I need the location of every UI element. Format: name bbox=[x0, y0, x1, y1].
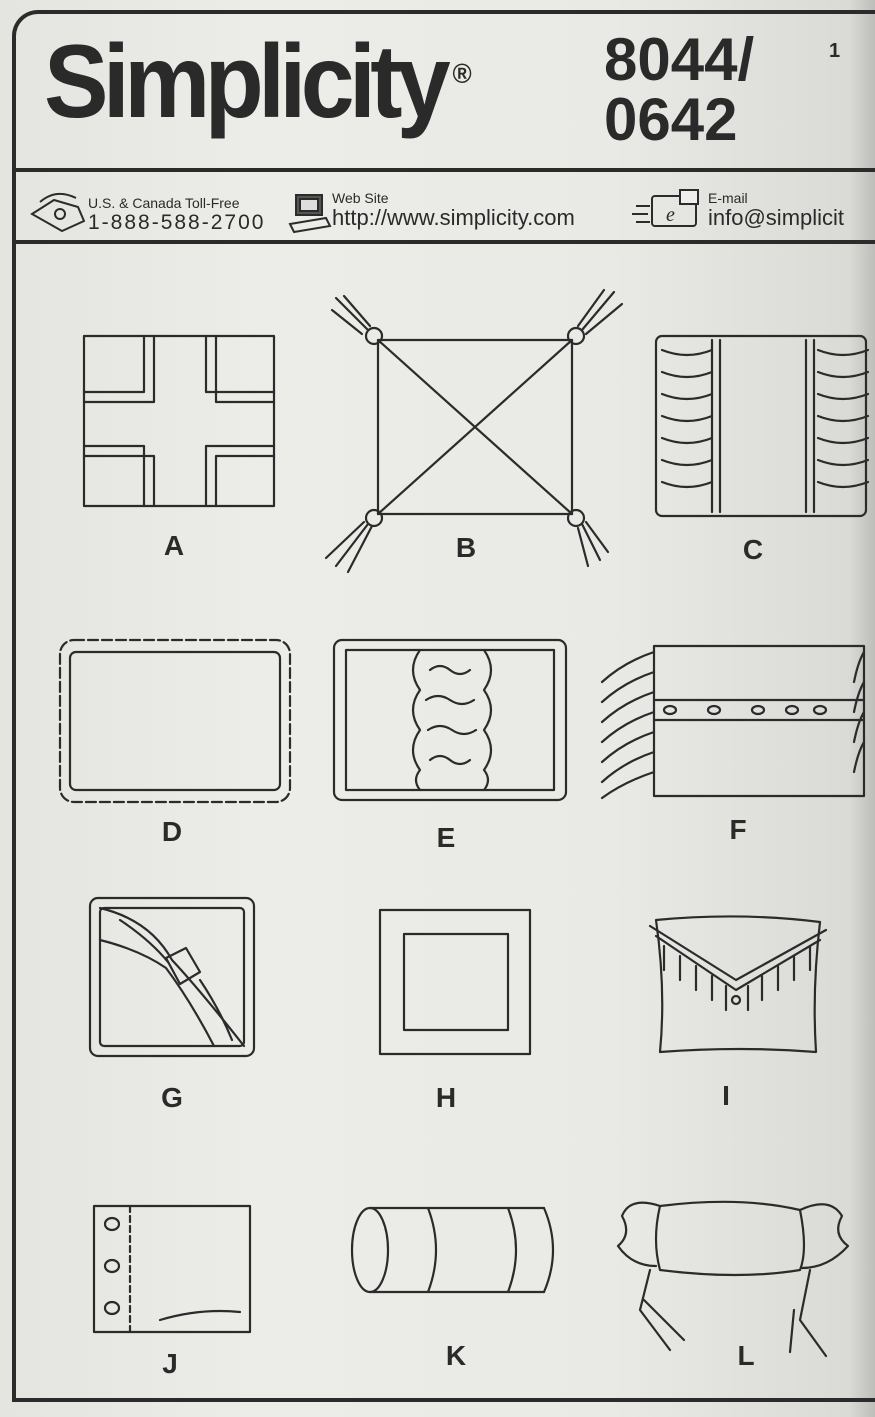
view-h-drawing bbox=[378, 908, 532, 1056]
view-label-j: J bbox=[162, 1348, 178, 1379]
view-c-drawing bbox=[654, 334, 870, 518]
envelope-icon: e bbox=[632, 189, 699, 227]
view-e-drawing bbox=[332, 638, 568, 802]
telephone-icon bbox=[30, 192, 86, 233]
phone-number: 1-888-588-2700 bbox=[88, 211, 266, 234]
web-label: Web Site bbox=[332, 190, 389, 206]
web-contact: Web Site http://www.simplicity.com bbox=[332, 190, 575, 230]
email-contact: E-mail info@simplicit bbox=[708, 190, 844, 230]
brand-logo: Simplicity® bbox=[44, 30, 472, 134]
view-label-a: A bbox=[163, 530, 185, 561]
page-frame bbox=[12, 10, 875, 1402]
email-label: E-mail bbox=[708, 190, 748, 206]
view-label-k: K bbox=[445, 1340, 467, 1371]
view-label-c: C bbox=[742, 534, 764, 565]
view-label-h: H bbox=[435, 1082, 457, 1113]
view-label-b: B bbox=[455, 532, 477, 563]
view-a-drawing bbox=[82, 334, 276, 508]
view-label-f: F bbox=[729, 814, 747, 845]
view-label-d: D bbox=[161, 816, 183, 847]
svg-text:e: e bbox=[666, 204, 675, 226]
computer-icon bbox=[288, 194, 332, 234]
header-divider bbox=[16, 168, 875, 172]
web-url[interactable]: http://www.simplicity.com bbox=[332, 205, 575, 230]
phone-contact: U.S. & Canada Toll-Free 1-888-588-2700 bbox=[88, 195, 265, 235]
page-number: 1 bbox=[829, 40, 841, 62]
email-address[interactable]: info@simplicit bbox=[708, 205, 845, 230]
view-l-drawing bbox=[616, 1200, 850, 1358]
phone-label: U.S. & Canada Toll-Free bbox=[88, 195, 240, 211]
view-d-drawing bbox=[58, 638, 292, 804]
pattern-number-line2: 0642 bbox=[604, 86, 738, 153]
view-label-e: E bbox=[436, 822, 456, 853]
brand-name: Simplicity bbox=[44, 24, 451, 140]
view-b-drawing bbox=[324, 288, 624, 574]
view-k-drawing bbox=[350, 1206, 555, 1294]
pattern-number-line1: 8044/ bbox=[604, 26, 755, 93]
view-i-drawing bbox=[648, 915, 828, 1054]
pattern-number: 8044/ 0642 bbox=[604, 30, 754, 150]
view-j-drawing bbox=[92, 1204, 252, 1334]
view-f-drawing bbox=[600, 644, 866, 800]
view-label-l: L bbox=[737, 1340, 755, 1371]
view-label-i: I bbox=[722, 1080, 730, 1111]
view-label-g: G bbox=[161, 1082, 183, 1113]
registered-mark: ® bbox=[452, 58, 472, 89]
contact-divider bbox=[16, 240, 875, 244]
view-g-drawing bbox=[88, 896, 256, 1058]
